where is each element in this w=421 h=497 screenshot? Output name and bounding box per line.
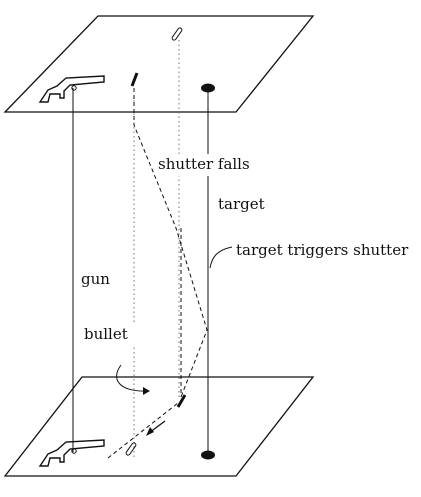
label-shutter-falls: shutter falls xyxy=(158,155,250,173)
bullet-outline-bottom xyxy=(125,442,137,456)
label-gun: gun xyxy=(81,270,110,288)
shutter-worldline xyxy=(133,88,208,398)
target-icon-top xyxy=(201,83,215,93)
gun-icon-bottom xyxy=(38,439,105,467)
target-icon-bottom xyxy=(201,450,215,460)
bullet-path xyxy=(107,402,179,459)
shutter-icon-top xyxy=(130,72,139,87)
trigger-pointer-curve xyxy=(209,246,233,269)
label-target-triggers-shutter: target triggers shutter xyxy=(236,241,409,259)
bullet-pointer-curve xyxy=(116,364,149,392)
bullet-outline-top xyxy=(171,27,183,41)
label-target: target xyxy=(218,195,265,213)
label-bullet: bullet xyxy=(84,325,128,343)
bullet-pointer-arrowhead xyxy=(143,387,150,395)
shutter-icon-bottom xyxy=(176,394,187,408)
bullet-direction-arrow xyxy=(146,420,166,436)
bottom-plane xyxy=(3,376,315,477)
top-plane xyxy=(3,15,315,113)
gun-icon-top xyxy=(38,75,105,103)
